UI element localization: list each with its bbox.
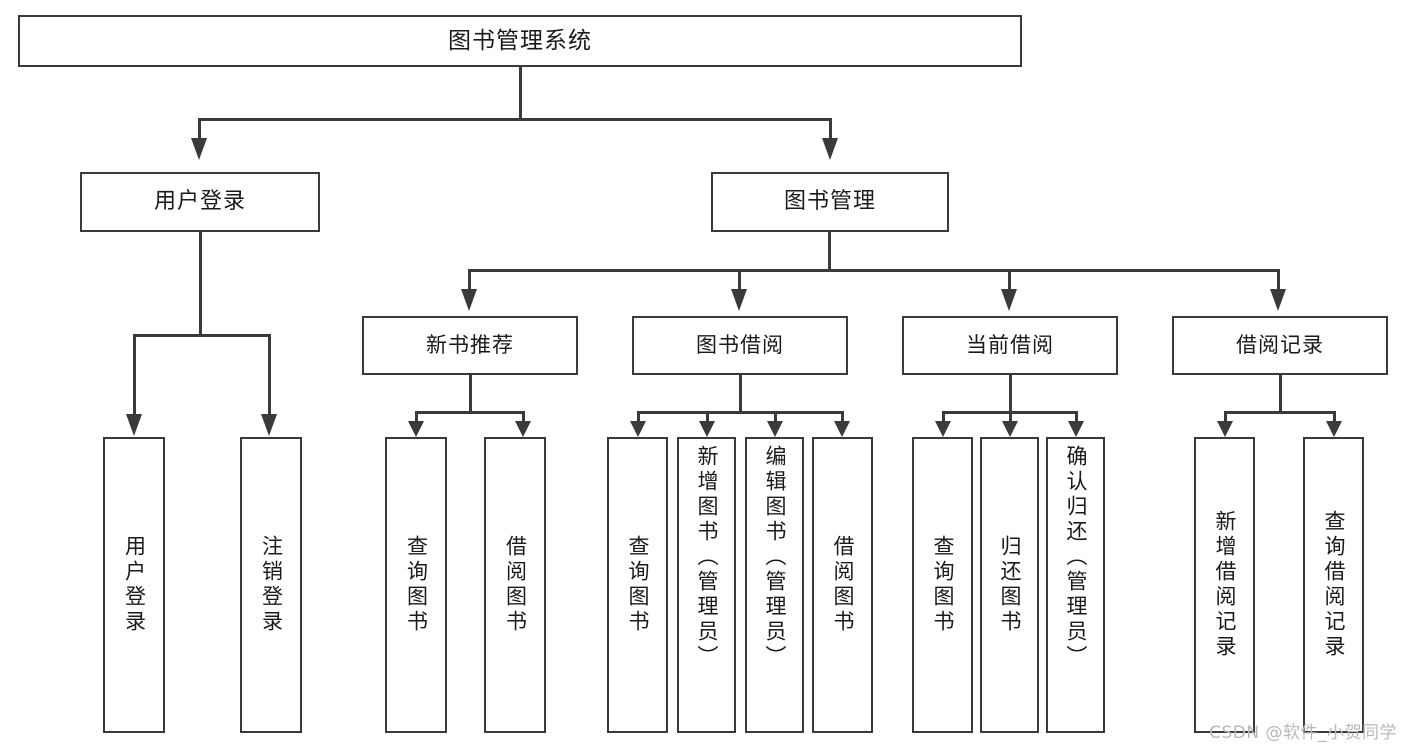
leaf-nb-query-book[interactable]: 查询图书: [385, 437, 447, 733]
connector-current-borrow-stem: [1009, 375, 1012, 413]
connector-root-stem: [519, 67, 522, 119]
leaf-bb-query-book-label: 查询图书: [626, 535, 650, 635]
connector-current-borrow-child-2: [1009, 411, 1012, 423]
leaf-cb-query-book-label: 查询图书: [931, 535, 955, 635]
connector-borrow-records-child-1: [1224, 411, 1227, 423]
connector-book-borrow-child-4: [841, 411, 844, 423]
connector-user-login-child-1: [133, 334, 136, 416]
connector-current-borrow-child-3: [1075, 411, 1078, 423]
connector-book-borrow-child-2: [706, 411, 709, 423]
arrowhead-bb-borrow-book: [834, 421, 850, 437]
node-book-management[interactable]: 图书管理: [711, 172, 949, 232]
arrowhead-book-borrow: [731, 289, 747, 311]
arrowhead-nb-query-book: [408, 421, 424, 437]
connector-root-to-user-login: [198, 118, 201, 140]
connector-new-book-child-2: [522, 411, 525, 423]
connector-current-borrow-child-1: [942, 411, 945, 423]
leaf-br-query-record[interactable]: 查询借阅记录: [1303, 437, 1364, 733]
arrowhead-br-add-record: [1217, 421, 1233, 437]
connector-book-borrow-child-3: [774, 411, 777, 423]
node-book-borrow[interactable]: 图书借阅: [632, 316, 848, 375]
leaf-cb-query-book[interactable]: 查询图书: [912, 437, 973, 733]
node-root-label: 图书管理系统: [448, 27, 592, 54]
node-root[interactable]: 图书管理系统: [18, 15, 1022, 67]
connector-book-borrow-child-1: [637, 411, 640, 423]
arrowhead-leaf-logout: [261, 414, 277, 436]
arrowhead-book-mgmt: [822, 138, 838, 160]
leaf-br-add-record[interactable]: 新增借阅记录: [1194, 437, 1255, 733]
leaf-user-login-label: 用户登录: [122, 535, 147, 635]
node-book-management-label: 图书管理: [783, 189, 876, 215]
leaf-br-add-record-label: 新增借阅记录: [1213, 510, 1237, 660]
leaf-nb-query-book-label: 查询图书: [404, 535, 429, 635]
connector-root-to-book-mgmt: [829, 118, 832, 140]
leaf-bb-add-book[interactable]: 新增图书（管理员）: [677, 437, 736, 733]
arrowhead-nb-borrow-book: [515, 421, 531, 437]
node-user-login[interactable]: 用户登录: [80, 172, 320, 232]
arrowhead-br-query-record: [1326, 421, 1342, 437]
connector-borrow-records-stem: [1279, 375, 1282, 413]
leaf-bb-query-book[interactable]: 查询图书: [607, 437, 668, 733]
leaf-bb-borrow-book[interactable]: 借阅图书: [812, 437, 873, 733]
leaf-cb-return-book-label: 归还图书: [998, 535, 1022, 635]
arrowhead-borrow-records: [1270, 289, 1286, 311]
connector-user-login-stem: [199, 232, 202, 336]
node-book-borrow-label: 图书借阅: [696, 333, 784, 358]
arrowhead-cb-confirm-return: [1068, 421, 1084, 437]
arrowhead-bb-add-book: [699, 421, 715, 437]
connector-borrow-records-child-2: [1333, 411, 1336, 423]
connector-to-book-borrow: [738, 269, 741, 291]
connector-new-book-stem: [469, 375, 472, 413]
leaf-bb-edit-book-label: 编辑图书（管理员）: [763, 445, 787, 670]
arrowhead-current-borrow: [1001, 289, 1017, 311]
connector-to-borrow-records: [1277, 269, 1280, 291]
leaf-br-query-record-label: 查询借阅记录: [1322, 510, 1346, 660]
connector-user-login-child-2: [268, 334, 271, 416]
arrowhead-cb-query-book: [935, 421, 951, 437]
arrowhead-bb-query-book: [630, 421, 646, 437]
node-new-book-recommend-label: 新书推荐: [426, 333, 514, 358]
arrowhead-new-book: [461, 289, 477, 311]
leaf-bb-add-book-label: 新增图书（管理员）: [695, 445, 719, 670]
connector-borrow-records-bus: [1224, 411, 1336, 414]
connector-to-current-borrow: [1008, 269, 1011, 291]
connector-to-new-book: [468, 269, 471, 291]
node-borrow-records-label: 借阅记录: [1236, 333, 1324, 358]
leaf-nb-borrow-book-label: 借阅图书: [503, 535, 528, 635]
arrowhead-cb-return-book: [1002, 421, 1018, 437]
leaf-cb-return-book[interactable]: 归还图书: [980, 437, 1039, 733]
connector-user-login-bus: [133, 334, 270, 337]
connector-new-book-bus: [415, 411, 525, 414]
leaf-bb-edit-book[interactable]: 编辑图书（管理员）: [745, 437, 804, 733]
node-current-borrow-label: 当前借阅: [966, 333, 1054, 358]
arrowhead-leaf-user-login: [126, 414, 142, 436]
leaf-nb-borrow-book[interactable]: 借阅图书: [484, 437, 546, 733]
leaf-bb-borrow-book-label: 借阅图书: [831, 535, 855, 635]
node-borrow-records[interactable]: 借阅记录: [1172, 316, 1388, 375]
leaf-cb-confirm-return-label: 确认归还（管理员）: [1064, 445, 1088, 670]
leaf-logout-label: 注销登录: [259, 535, 284, 635]
connector-book-borrow-bus: [637, 411, 843, 414]
watermark: CSDN @软件_小贺同学: [1209, 723, 1397, 743]
node-user-login-label: 用户登录: [153, 189, 246, 215]
leaf-user-login[interactable]: 用户登录: [103, 437, 165, 733]
arrowhead-user-login: [191, 138, 207, 160]
connector-level2-bus: [468, 269, 1280, 272]
connector-book-mgmt-stem: [828, 232, 831, 272]
node-current-borrow[interactable]: 当前借阅: [902, 316, 1118, 375]
connector-new-book-child-1: [415, 411, 418, 423]
leaf-cb-confirm-return[interactable]: 确认归还（管理员）: [1046, 437, 1105, 733]
connector-root-bus: [198, 118, 832, 121]
arrowhead-bb-edit-book: [767, 421, 783, 437]
leaf-logout[interactable]: 注销登录: [240, 437, 302, 733]
node-new-book-recommend[interactable]: 新书推荐: [362, 316, 578, 375]
connector-book-borrow-stem: [739, 375, 742, 413]
